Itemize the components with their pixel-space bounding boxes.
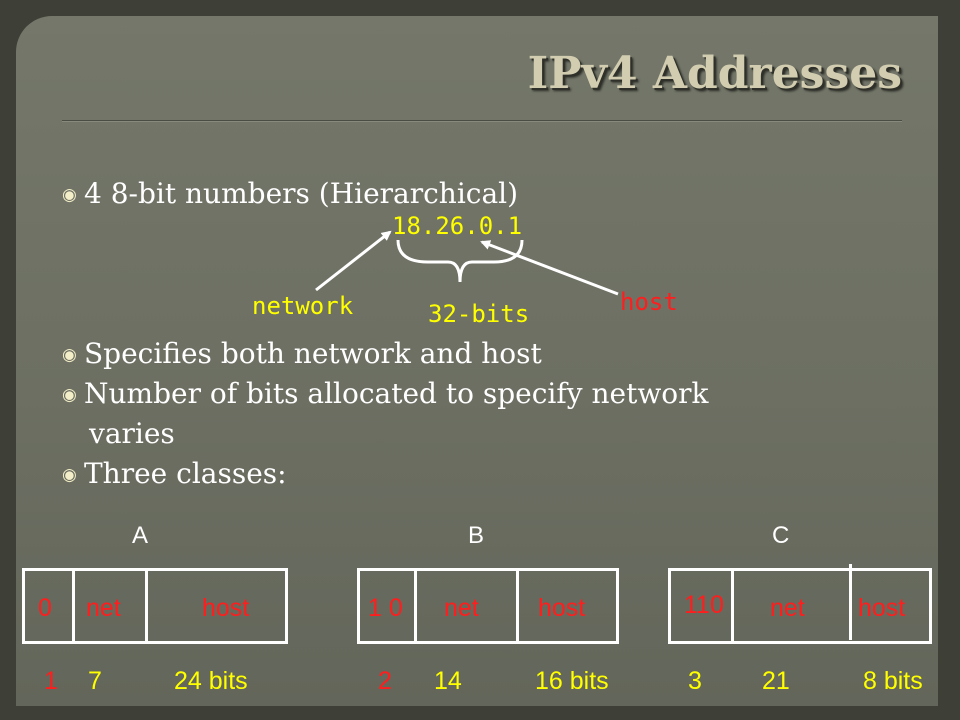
bits-brace [396, 239, 524, 283]
class-a-net-bits: 7 [88, 667, 102, 695]
network-arrow [315, 230, 392, 292]
class-a-box [22, 568, 288, 644]
bullet-1: ◉ 4 8-bit numbers (Hierarchical) [62, 176, 518, 213]
bullet-1-text: 4 8-bit numbers (Hierarchical) [84, 177, 519, 210]
bullet-3-text: Number of bits allocated to specify netw… [84, 377, 709, 410]
class-c-net-bits: 21 [762, 667, 790, 695]
class-b-host: host [538, 594, 586, 622]
class-a-net: net [86, 594, 121, 622]
class-c-divider-2 [849, 564, 852, 640]
class-b-divider-2 [516, 568, 519, 644]
class-a-label: A [132, 522, 149, 549]
class-a-prefix-bits: 1 [44, 667, 58, 695]
ip-address-example: 18.26.0.1 [392, 212, 523, 240]
bullet-icon: ◉ [62, 465, 77, 485]
class-c-box [668, 568, 932, 644]
class-c-label: C [772, 522, 790, 549]
content-panel [16, 16, 938, 706]
bullet-3-text-continued: varies [89, 417, 175, 450]
class-c-divider-1 [731, 568, 734, 644]
network-label: network [252, 292, 354, 320]
class-b-label: B [468, 522, 485, 549]
bullet-4: ◉ Three classes: [62, 456, 287, 493]
class-c-prefix-bits: 3 [688, 667, 702, 695]
class-b-box [357, 568, 619, 644]
bullet-4-text: Three classes: [84, 457, 287, 490]
bullet-icon: ◉ [62, 345, 77, 365]
class-a-host-bits: 24 bits [174, 667, 248, 695]
class-c-prefix: 110 [684, 591, 724, 619]
bullet-2-text: Specifies both network and host [84, 337, 542, 370]
class-a-divider-1 [72, 568, 75, 644]
class-b-net-bits: 14 [434, 667, 462, 695]
class-c-net: net [770, 594, 805, 622]
class-b-prefix: 1 0 [368, 594, 403, 622]
class-b-prefix-bits: 2 [378, 667, 392, 695]
class-a-divider-2 [145, 568, 148, 644]
bullet-3: ◉ Number of bits allocated to specify net… [62, 376, 709, 413]
bullet-2: ◉ Specifies both network and host [62, 336, 542, 373]
class-b-net: net [444, 594, 479, 622]
bullet-3-continuation: varies [89, 416, 175, 452]
class-b-host-bits: 16 bits [535, 667, 609, 695]
slide-title: IPv4 Addresses [527, 48, 902, 99]
class-c-host-bits: 8 bits [863, 667, 923, 695]
bits-label: 32-bits [428, 300, 530, 328]
host-arrow [480, 240, 619, 296]
bullet-icon: ◉ [62, 385, 77, 405]
title-divider [62, 120, 902, 122]
class-a-prefix: 0 [38, 594, 52, 622]
bullet-icon: ◉ [62, 185, 77, 205]
class-b-divider-1 [414, 568, 417, 644]
host-label: host [620, 288, 678, 316]
class-a-host: host [202, 594, 250, 622]
class-c-host: host [858, 594, 906, 622]
